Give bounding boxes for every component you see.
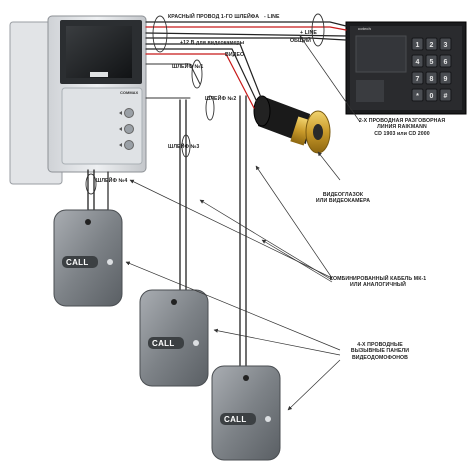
keypad-key-label: 2	[430, 42, 434, 49]
keypad-key-label: #	[444, 93, 448, 100]
label-cable-line2: ИЛИ АНАЛОГИЧНЫЙ	[350, 282, 406, 289]
keypad-key: 1	[411, 37, 424, 51]
label-loop4: ШЛЕЙФ №4	[96, 178, 128, 184]
label-peephole-line1: ВИДЕОГЛАЗОК	[322, 192, 364, 198]
keypad-key: 5	[425, 54, 438, 68]
keypad-key-label: 9	[444, 76, 448, 83]
label-video: ВИДЕО	[225, 52, 245, 58]
pointer-arrows	[125, 35, 361, 411]
call-button-label-1: CALL	[66, 258, 89, 267]
keypad-key: 7	[411, 71, 424, 85]
keypad-key-label: 1	[416, 42, 420, 49]
label-panels-line2: ВЫЗЫВНЫЕ ПАНЕЛИ	[350, 348, 410, 355]
label-peephole-line2: ИЛИ ВИДЕОКАМЕРА	[315, 198, 371, 205]
label-loop1: ШЛЕЙФ №1	[172, 64, 204, 70]
call-panel-2	[139, 289, 209, 387]
cables	[85, 13, 347, 371]
label-twowire: 2-Х ПРОВОДНАЯ РАЗГОВОРНАЯ ЛИНИЯ RAIKMANN…	[359, 118, 445, 137]
keypad-door-panel: 1 2 3 4 5 6 7 8 9 * 0 #	[345, 21, 467, 115]
keypad-key-label: 7	[416, 76, 420, 83]
label-cable-line1: КОМБИНИРОВАННЫЙ КАБЕЛЬ МК-1	[329, 276, 427, 282]
label-red-wire: КРАСНЫЙ ПРОВОД 1-ГО ШЛЕЙФА	[168, 14, 260, 20]
label-plus12: +12 В для видеокамеры	[180, 40, 245, 46]
keypad-key-label: *	[416, 93, 419, 100]
label-line-minus: - LINE	[264, 14, 280, 20]
label-common: ОБЩИЙ	[290, 38, 312, 44]
label-line-plus: + LINE	[300, 30, 317, 36]
label-peephole: ВИДЕОГЛАЗОК ИЛИ ВИДЕОКАМЕРА	[316, 192, 370, 205]
label-panels: 4-Х ПРОВОДНЫЕ ВЫЗЫВНЫЕ ПАНЕЛИ ВИДЕОДОМОФ…	[351, 342, 409, 361]
keypad-key-label: 4	[416, 59, 420, 66]
label-panels-line1: 4-Х ПРОВОДНЫЕ	[357, 342, 403, 348]
keypad-key-label: 0	[430, 93, 434, 100]
keypad-key-label: 6	[444, 59, 448, 66]
keypad-key: 0	[425, 88, 438, 102]
keypad-key-label: 8	[430, 76, 434, 83]
label-twowire-line1: 2-Х ПРОВОДНАЯ РАЗГОВОРНАЯ	[358, 118, 446, 124]
call-button-label-3: CALL	[224, 415, 247, 424]
call-button-label-2: CALL	[152, 339, 175, 348]
video-monitor	[9, 15, 147, 185]
label-loop3: ШЛЕЙФ №3	[168, 144, 200, 150]
label-twowire-line3: CD 1903 или CD 2000	[374, 130, 430, 137]
keypad-key: *	[411, 88, 424, 102]
keypad-key-label: 3	[444, 42, 448, 49]
call-panel-3	[211, 365, 281, 461]
keypad-key: 9	[439, 71, 452, 85]
keypad-key: 3	[439, 37, 452, 51]
label-panels-line3: ВИДЕОДОМОФОНОВ	[351, 354, 409, 361]
keypad-key: 4	[411, 54, 424, 68]
video-peephole	[253, 95, 331, 154]
keypad-key: #	[439, 88, 452, 102]
label-loop2: ШЛЕЙФ №2	[205, 96, 237, 102]
keypad-key-label: 5	[430, 59, 434, 66]
label-twowire-line2: ЛИНИЯ RAIKMANN	[377, 124, 427, 131]
keypad-brand: cotech	[358, 26, 371, 31]
label-cable: КОМБИНИРОВАННЫЙ КАБЕЛЬ МК-1 ИЛИ АНАЛОГИЧ…	[330, 276, 427, 289]
monitor-brand: COMMAX	[120, 90, 139, 95]
keypad-key: 6	[439, 54, 452, 68]
keypad-key: 8	[425, 71, 438, 85]
call-panel-1	[53, 209, 123, 307]
keypad-keys: 1 2 3 4 5 6 7 8 9 * 0 #	[411, 37, 452, 102]
keypad-key: 2	[425, 37, 438, 51]
